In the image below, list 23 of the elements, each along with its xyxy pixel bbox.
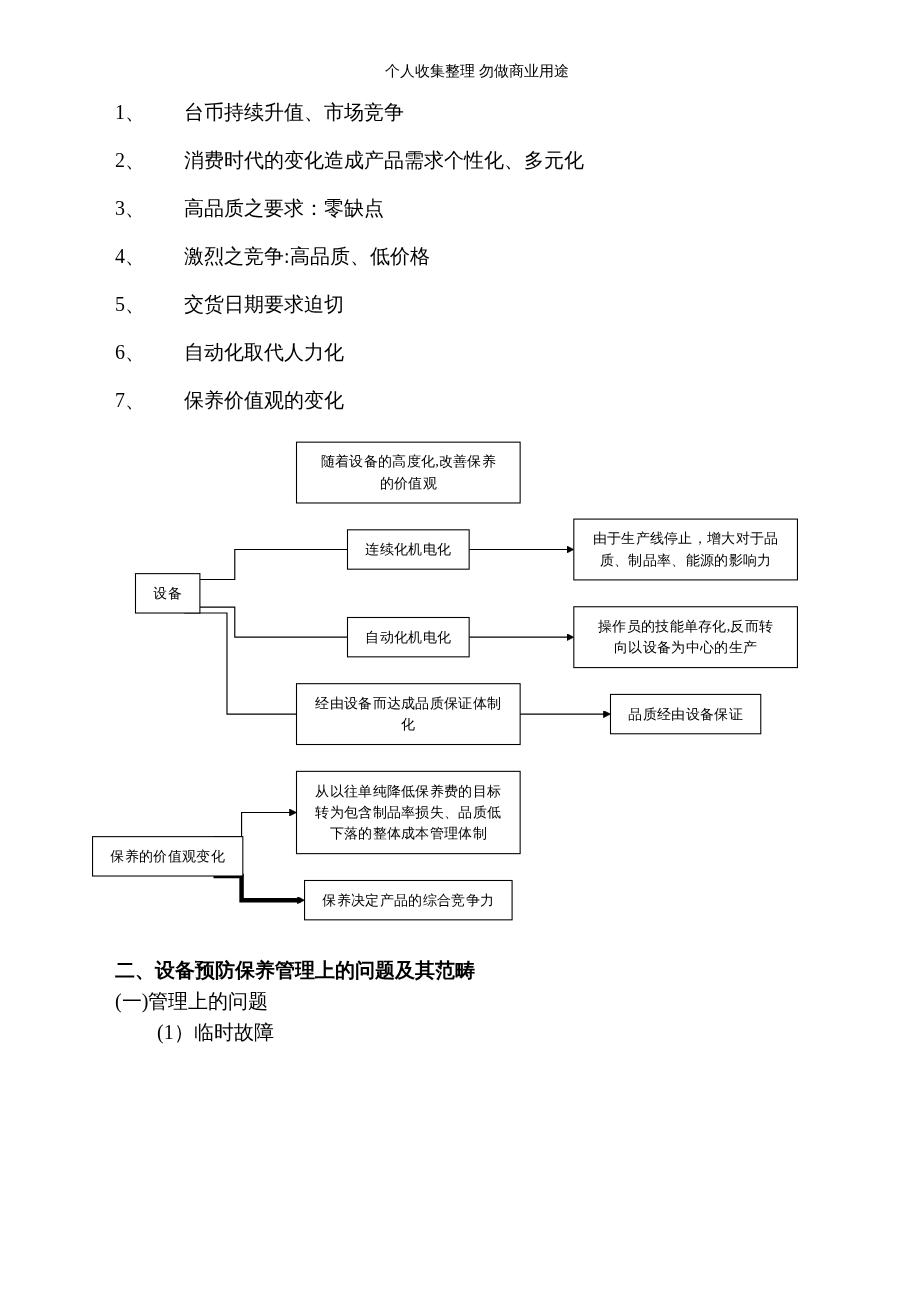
list-item: 3、 高品质之要求：零缺点 xyxy=(115,196,384,221)
node-box: 品质经由设备保证 xyxy=(609,693,762,735)
list-item: 4、 激烈之竞争:高品质、低价格 xyxy=(115,244,430,269)
node-box: 从以往单纯降低保养费的目标转为包含制品率损失、品质低下落的整体成本管理体制 xyxy=(295,770,521,855)
arrow xyxy=(213,873,305,905)
node-box: 连续化机电化 xyxy=(346,529,470,570)
list-item: 1、 台币持续升值、市场竞争 xyxy=(115,100,404,125)
node-box: 保养的价值观变化 xyxy=(92,836,244,877)
node-box: 保养决定产品的综合竞争力 xyxy=(304,879,513,921)
subsection-heading: (一)管理上的问题 xyxy=(115,989,269,1015)
page-header: 个人收集整理 勿做商业用途 xyxy=(385,62,569,81)
node-box: 自动化机电化 xyxy=(346,616,470,658)
node-box: 操作员的技能单存化,反而转向以设备为中心的生产 xyxy=(573,606,798,669)
list-item: 6、 自动化取代人力化 xyxy=(115,340,344,365)
section-heading: 二、设备预防保养管理上的问题及其范畴 xyxy=(115,958,475,983)
list-item: 5、 交货日期要求迫切 xyxy=(115,292,344,317)
node-box: 由于生产线停止，增大对于品质、制品率、能源的影响力 xyxy=(573,518,798,581)
node-box: 设备 xyxy=(134,573,201,614)
list-item: (1）临时故障 xyxy=(157,1020,274,1046)
node-box: 随着设备的高度化,改善保养的价值观 xyxy=(295,441,521,504)
list-item: 7、 保养价值观的变化 xyxy=(115,388,344,413)
node-box: 经由设备而达成品质保证体制化 xyxy=(295,683,521,746)
list-item: 2、 消费时代的变化造成产品需求个性化、多元化 xyxy=(115,148,584,173)
